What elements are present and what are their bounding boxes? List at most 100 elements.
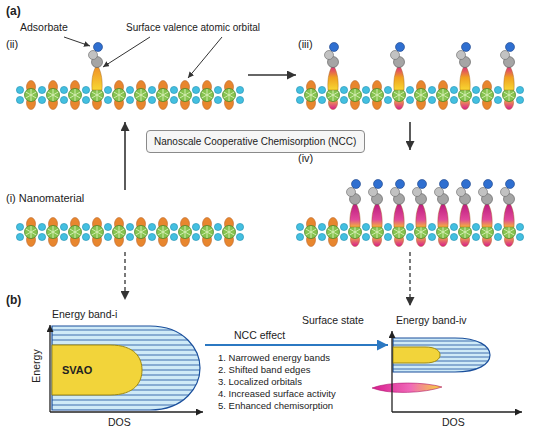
atom-stripe — [350, 92, 360, 98]
panel-label: (iii) — [298, 38, 313, 51]
adsorbate-atom — [396, 180, 405, 189]
lattice-atom — [450, 86, 457, 93]
atom-stripe — [158, 92, 168, 98]
surface-atom — [201, 89, 214, 102]
lattice-atom — [450, 223, 457, 230]
lattice-atom — [82, 223, 89, 230]
lattice-atom — [340, 223, 347, 230]
lattice-atom — [16, 96, 23, 103]
surface-atom — [179, 226, 192, 239]
lattice-atom — [192, 233, 199, 240]
atom-stripe — [180, 229, 190, 235]
panel-region: (i) Nanomaterial — [4, 190, 248, 252]
bond-orbital — [92, 65, 102, 90]
surface-atom — [201, 226, 214, 239]
lattice-atom — [192, 86, 199, 93]
lattice-atom — [236, 223, 243, 230]
atom-stripe — [202, 92, 212, 98]
atom-stripe — [48, 92, 58, 98]
atom-stripe — [372, 229, 382, 235]
atom-stripe — [26, 92, 36, 98]
energy-band — [393, 338, 490, 372]
lattice-atom — [126, 96, 133, 103]
atom-stripe — [306, 229, 316, 235]
adsorbate-atom — [440, 180, 449, 189]
flow-arrow — [409, 252, 410, 306]
atom-stripe — [114, 229, 124, 235]
adsorbate-atom — [89, 51, 98, 60]
adsorbate-atom — [374, 180, 383, 189]
leader-line — [188, 37, 222, 78]
lattice-atom — [214, 86, 221, 93]
adsorbate-atom — [462, 43, 471, 52]
surface-atom — [481, 226, 494, 239]
adsorbate-atom — [435, 188, 444, 197]
figure-label: (b) — [6, 294, 21, 307]
flow-arrow — [124, 252, 125, 300]
lattice-atom — [406, 223, 413, 230]
svao-band — [52, 345, 142, 395]
lattice-atom — [104, 96, 111, 103]
chart-title: Energy band-i — [52, 308, 117, 321]
adsorbate-atom — [94, 43, 103, 52]
lattice-atom — [516, 233, 523, 240]
surface-atom — [415, 89, 428, 102]
list-item: 3. Localized orbitals — [218, 376, 302, 388]
lattice-atom — [318, 96, 325, 103]
surface-atom — [113, 226, 126, 239]
lattice-atom — [214, 223, 221, 230]
surface-atom — [327, 89, 340, 102]
lattice-atom — [340, 233, 347, 240]
lattice-atom — [148, 96, 155, 103]
atom-stripe — [158, 229, 168, 235]
lattice-atom — [384, 96, 391, 103]
lattice-atom — [428, 96, 435, 103]
lattice-atom — [516, 223, 523, 230]
dos-axis — [392, 411, 522, 412]
panel-region: (iv) — [296, 150, 530, 252]
lattice-atom — [192, 223, 199, 230]
surface-atom — [223, 226, 236, 239]
band-level — [393, 345, 492, 346]
atom-stripe — [328, 92, 338, 98]
lattice-atom — [170, 96, 177, 103]
adsorbate-atom — [352, 180, 361, 189]
lattice-atom — [60, 223, 67, 230]
energy-band-outline — [52, 326, 200, 410]
lattice-atom — [38, 223, 45, 230]
surface-atom — [371, 89, 384, 102]
lattice-atom — [104, 233, 111, 240]
surface-atom — [437, 89, 450, 102]
leader-lines — [64, 37, 222, 78]
lattice-atom — [406, 96, 413, 103]
lattice-atom — [82, 86, 89, 93]
bond-orbital — [504, 202, 514, 227]
lattice-atom — [450, 233, 457, 240]
lattice-atom — [494, 86, 501, 93]
panel-label: (ii) — [6, 38, 18, 51]
lattice-atom — [148, 233, 155, 240]
lattice-atom — [472, 86, 479, 93]
adsorbate-atom — [506, 43, 515, 52]
lattice-atom — [384, 223, 391, 230]
lattice-atom — [170, 86, 177, 93]
surface-atom — [135, 89, 148, 102]
bond-orbital — [394, 65, 404, 90]
lattice-atom — [104, 223, 111, 230]
lattice-atom — [170, 233, 177, 240]
surface-atom — [47, 226, 60, 239]
energy-band — [52, 326, 200, 410]
surface-atom — [47, 89, 60, 102]
lattice-atom — [450, 96, 457, 103]
lattice-atom — [296, 96, 303, 103]
lattice-atom — [318, 223, 325, 230]
atom-stripe — [350, 229, 360, 235]
atom-stripe — [48, 229, 58, 235]
surface-atom — [157, 226, 170, 239]
lattice-atom — [494, 96, 501, 103]
surface-atom — [327, 226, 340, 239]
band-levels — [393, 341, 492, 369]
surface-atom — [25, 226, 38, 239]
adsorbate-atom — [330, 43, 339, 52]
lattice-atom — [428, 223, 435, 230]
